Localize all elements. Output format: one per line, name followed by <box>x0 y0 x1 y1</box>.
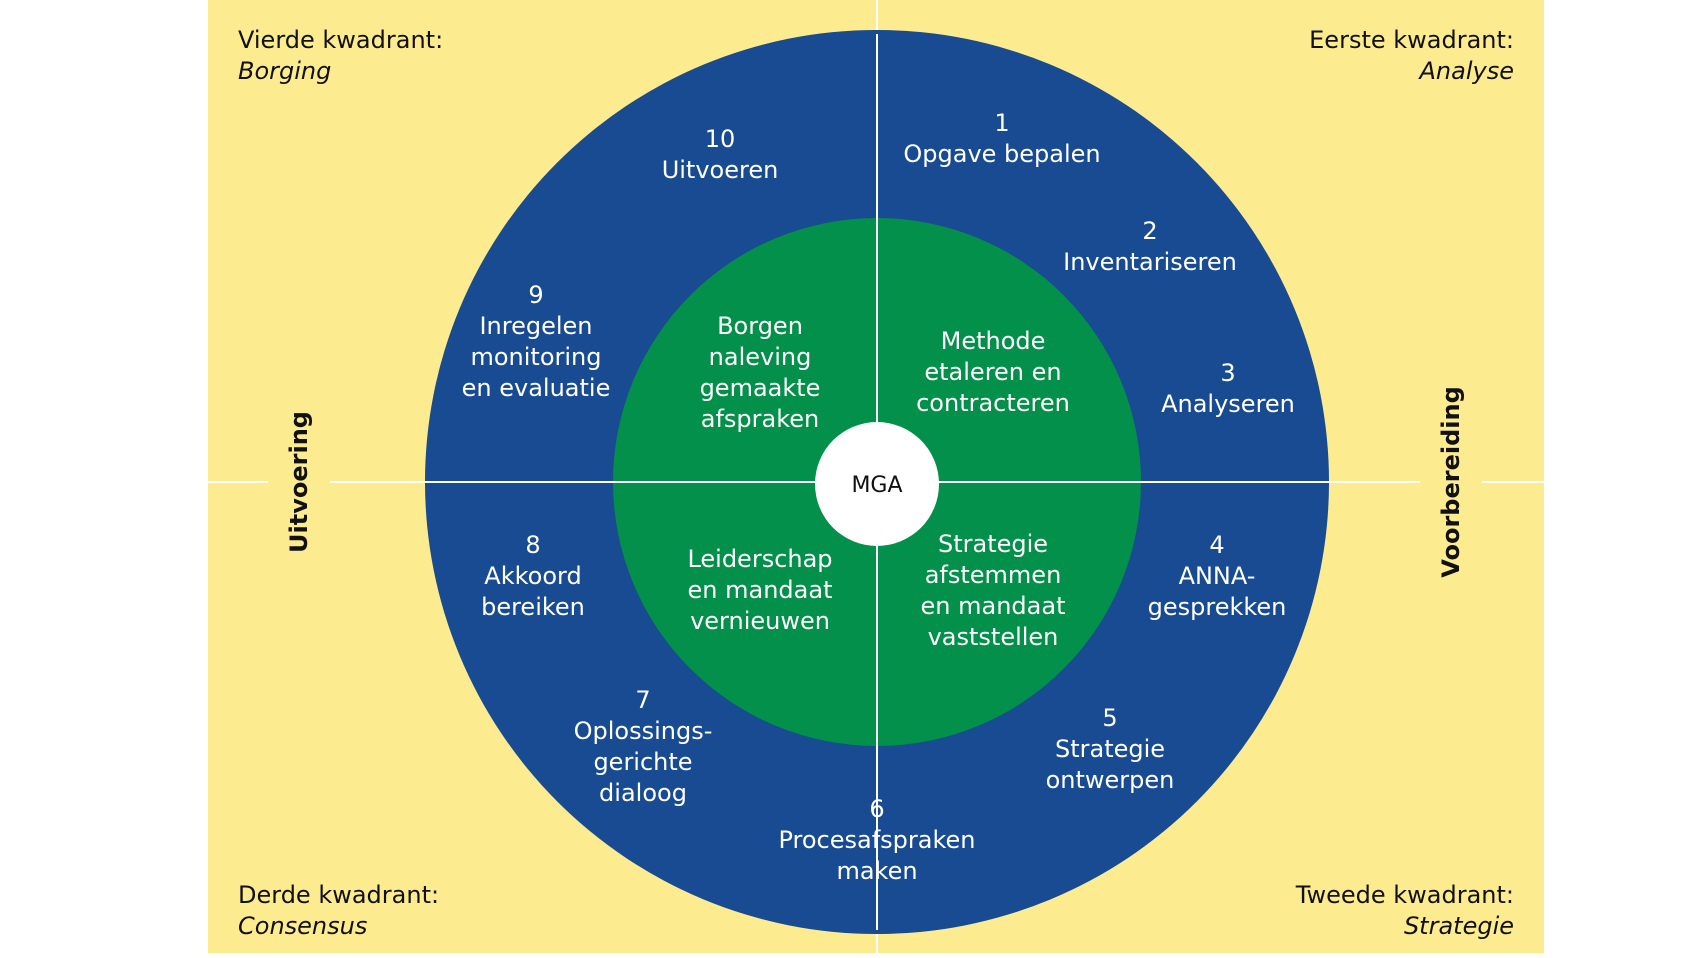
center-label: MGA <box>851 473 902 498</box>
step-label: Akkoord <box>484 562 581 590</box>
quadrant-first-title: Eerste kwadrant: <box>1309 26 1514 54</box>
side-label-uitvoering: Uitvoering <box>285 411 313 553</box>
inner-top-right-label: etaleren en <box>924 358 1061 386</box>
step-label: Uitvoeren <box>662 156 779 184</box>
step-label: Procesafspraken <box>778 826 975 854</box>
inner-top-left-label: gemaakte <box>700 374 821 402</box>
inner-top-right-label: contracteren <box>916 389 1070 417</box>
step-label: Inregelen <box>479 312 592 340</box>
step-label: Analyseren <box>1161 390 1295 418</box>
inner-bottom-right-label: en mandaat <box>921 592 1066 620</box>
step-number: 1 <box>994 109 1009 137</box>
step-label: monitoring <box>470 343 601 371</box>
step-label: gesprekken <box>1148 593 1287 621</box>
quadrant-third-subtitle: Consensus <box>238 912 367 940</box>
inner-bottom-right-label: Strategie <box>938 530 1048 558</box>
step-number: 10 <box>705 125 736 153</box>
step-label: maken <box>836 857 917 885</box>
step-number: 6 <box>869 795 884 823</box>
step-label: Opgave bepalen <box>903 140 1100 168</box>
step-number: 3 <box>1220 359 1235 387</box>
step-label: bereiken <box>481 593 585 621</box>
inner-bottom-left-label: en mandaat <box>688 576 833 604</box>
step-label: Inventariseren <box>1063 248 1237 276</box>
inner-bottom-left-label: Leiderschap <box>687 545 832 573</box>
inner-bottom-right-label: afstemmen <box>925 561 1062 589</box>
center-circle <box>815 422 939 546</box>
quadrant-fourth-subtitle: Borging <box>238 57 331 85</box>
side-label-voorbereiding: Voorbereiding <box>1437 386 1465 578</box>
step-label: dialoog <box>599 779 687 807</box>
step-number: 7 <box>635 686 650 714</box>
inner-top-right-label: Methode <box>941 327 1046 355</box>
quadrant-second-subtitle: Strategie <box>1404 912 1514 940</box>
quadrant-second-title: Tweede kwadrant: <box>1295 881 1514 909</box>
quadrant-fourth-title: Vierde kwadrant: <box>238 26 443 54</box>
quadrant-third-title: Derde kwadrant: <box>238 881 439 909</box>
step-label: Oplossings- <box>574 717 713 745</box>
step-label: gerichte <box>593 748 692 776</box>
step-number: 2 <box>1142 217 1157 245</box>
step-number: 8 <box>525 531 540 559</box>
step-label: en evaluatie <box>462 374 611 402</box>
quadrant-first-subtitle: Analyse <box>1418 57 1514 85</box>
inner-top-left-label: naleving <box>709 343 812 371</box>
step-number: 9 <box>528 281 543 309</box>
step-number: 5 <box>1102 704 1117 732</box>
inner-top-left-label: afspraken <box>701 405 820 433</box>
inner-bottom-left-label: vernieuwen <box>690 607 830 635</box>
step-label: ontwerpen <box>1046 766 1175 794</box>
step-label: ANNA- <box>1179 562 1256 590</box>
step-number: 4 <box>1209 531 1224 559</box>
inner-top-left-label: Borgen <box>717 312 803 340</box>
step-label: Strategie <box>1055 735 1165 763</box>
inner-bottom-right-label: vaststellen <box>928 623 1059 651</box>
